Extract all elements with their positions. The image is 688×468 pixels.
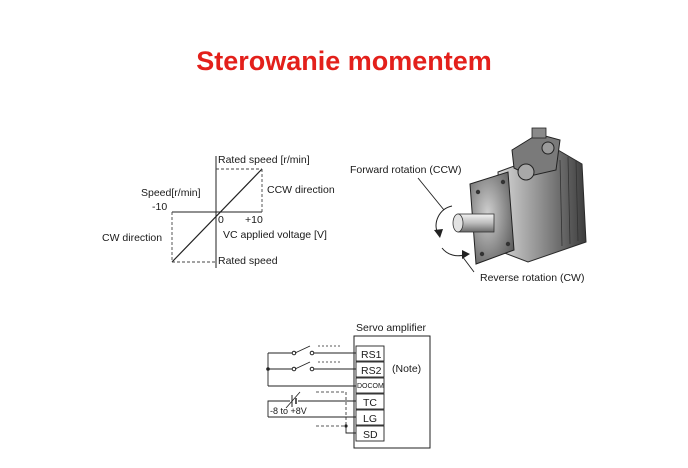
terminal-box xyxy=(355,425,385,442)
flange-bolt xyxy=(475,189,481,195)
junction-dot xyxy=(344,424,348,428)
terminal-box xyxy=(355,393,385,410)
rs2-switch xyxy=(294,361,311,370)
slide-title: Sterowanie momentem xyxy=(196,46,492,76)
connector-knob xyxy=(517,163,535,181)
forward-rotation-label: Forward rotation (CCW) xyxy=(350,164,461,176)
reverse-rotation-label: Reverse rotation (CW) xyxy=(480,272,584,284)
flange-bolt xyxy=(479,251,485,257)
rs1-switch xyxy=(294,345,311,354)
terminal-box xyxy=(355,377,385,394)
connector-cap xyxy=(531,127,547,139)
terminal-box xyxy=(355,361,385,378)
sd-wire xyxy=(345,426,356,434)
terminal-lg: LG xyxy=(363,413,377,425)
forward-leader xyxy=(417,177,445,211)
terminal-box xyxy=(355,409,385,426)
cw-direction-label: CW direction xyxy=(102,232,162,244)
servo-amplifier-label: Servo amplifier xyxy=(356,322,427,334)
voltage-axis-label: VC applied voltage [V] xyxy=(223,229,327,241)
servo-motor-illustration: Forward rotation (CCW) Reverse rotation … xyxy=(350,127,587,284)
reverse-leader xyxy=(461,255,475,273)
ccw-arrowhead xyxy=(434,229,443,238)
terminal-rs2: RS2 xyxy=(361,365,382,377)
rated-speed-bottom-label: Rated speed xyxy=(218,255,278,267)
speed-characteristic-line xyxy=(171,168,263,263)
connector-knob-2 xyxy=(541,141,555,155)
cw-arrowhead xyxy=(462,250,470,259)
rated-speed-top-label: Rated speed [r/min] xyxy=(218,154,310,166)
ccw-direction-label: CCW direction xyxy=(267,184,335,196)
zero-tick-label: 0 xyxy=(218,214,224,226)
terminal-tc: TC xyxy=(363,397,377,409)
speed-axis-label: Speed[r/min] xyxy=(141,187,201,199)
terminal-box xyxy=(355,345,385,362)
flange-bolt xyxy=(500,179,506,185)
neg-tick-label: -10 xyxy=(152,201,167,213)
speed-voltage-graph: Rated speed [r/min] CCW direction Speed[… xyxy=(102,154,335,268)
terminal-rs1: RS1 xyxy=(361,349,382,361)
terminal-sd: SD xyxy=(363,429,378,441)
servo-amplifier-box xyxy=(353,335,431,449)
note-label: (Note) xyxy=(392,363,421,375)
battery-arrow xyxy=(285,391,301,409)
flange-bolt xyxy=(505,241,511,247)
wiring-diagram: Servo amplifier RS1 RS2 DOCOM TC LG SD (… xyxy=(266,322,431,449)
voltage-range-label: -8 to +8V xyxy=(270,406,307,416)
junction-dot xyxy=(266,367,270,371)
pos-tick-label: +10 xyxy=(245,214,263,226)
shaft-end xyxy=(452,213,464,233)
switch-contact xyxy=(309,350,315,356)
terminal-docom: DOCOM xyxy=(357,383,384,390)
motor-ribs xyxy=(559,156,579,247)
switch-contact xyxy=(309,366,315,372)
voltage-source-wire xyxy=(267,400,290,417)
